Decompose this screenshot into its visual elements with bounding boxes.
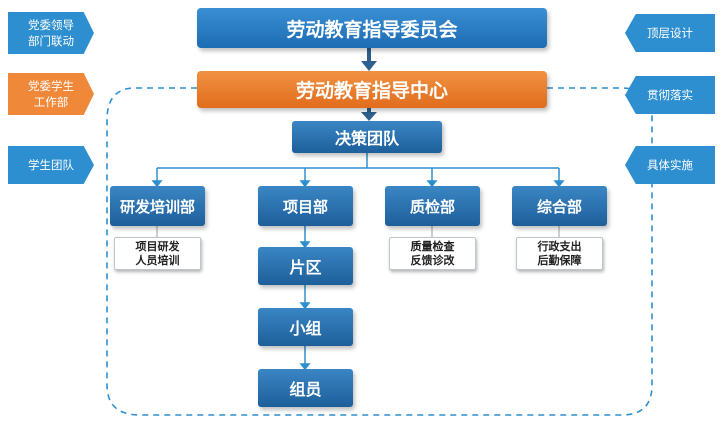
right-tag-implementation: 贯彻落实 xyxy=(625,76,715,114)
right-tag-top-design: 顶层设计 xyxy=(625,14,715,52)
note-line: 人员培训 xyxy=(135,253,180,267)
note-general: 行政支出 后勤保障 xyxy=(516,237,603,270)
project-group-box: 小组 xyxy=(258,308,353,346)
decision-team-box: 决策团队 xyxy=(292,121,442,153)
left-tag-student-affairs: 党委学生 工作部 xyxy=(8,73,94,115)
dashed-boundary xyxy=(106,87,653,416)
dept-quality: 质检部 xyxy=(385,186,480,226)
center-banner: 劳动教育指导中心 xyxy=(197,71,547,108)
note-line: 后勤保障 xyxy=(537,253,582,267)
tag-line: 部门联动 xyxy=(28,34,74,48)
tag-line: 学生团队 xyxy=(28,158,74,172)
right-tag-execution: 具体实施 xyxy=(625,146,715,184)
project-area-box: 片区 xyxy=(258,247,353,285)
arrow-head-1 xyxy=(361,61,377,71)
tag-line: 顶层设计 xyxy=(647,26,693,40)
note-line: 项目研发 xyxy=(135,239,180,253)
dept-project: 项目部 xyxy=(258,186,353,226)
left-tag-student-team: 学生团队 xyxy=(8,146,94,184)
note-quality: 质量检查 反馈诊改 xyxy=(389,237,476,270)
arrow-head-2 xyxy=(361,112,377,121)
note-line: 质量检查 xyxy=(410,239,455,253)
dept-general: 综合部 xyxy=(512,186,607,226)
note-rnd-training: 项目研发 人员培训 xyxy=(114,237,201,270)
note-line: 行政支出 xyxy=(537,239,582,253)
dept-rnd-training: 研发培训部 xyxy=(110,186,205,226)
note-line: 反馈诊改 xyxy=(410,253,455,267)
note-connectors xyxy=(156,226,560,237)
tag-line: 党委学生 xyxy=(28,79,74,93)
tag-line: 工作部 xyxy=(33,95,69,109)
left-tag-party-leadership: 党委领导 部门联动 xyxy=(8,12,94,54)
tag-line: 贯彻落实 xyxy=(647,88,693,102)
tag-line: 党委领导 xyxy=(28,18,74,32)
project-member-box: 组员 xyxy=(258,369,353,407)
tree-branches xyxy=(151,153,565,371)
tag-line: 具体实施 xyxy=(647,158,693,172)
committee-banner: 劳动教育指导委员会 xyxy=(197,8,547,48)
